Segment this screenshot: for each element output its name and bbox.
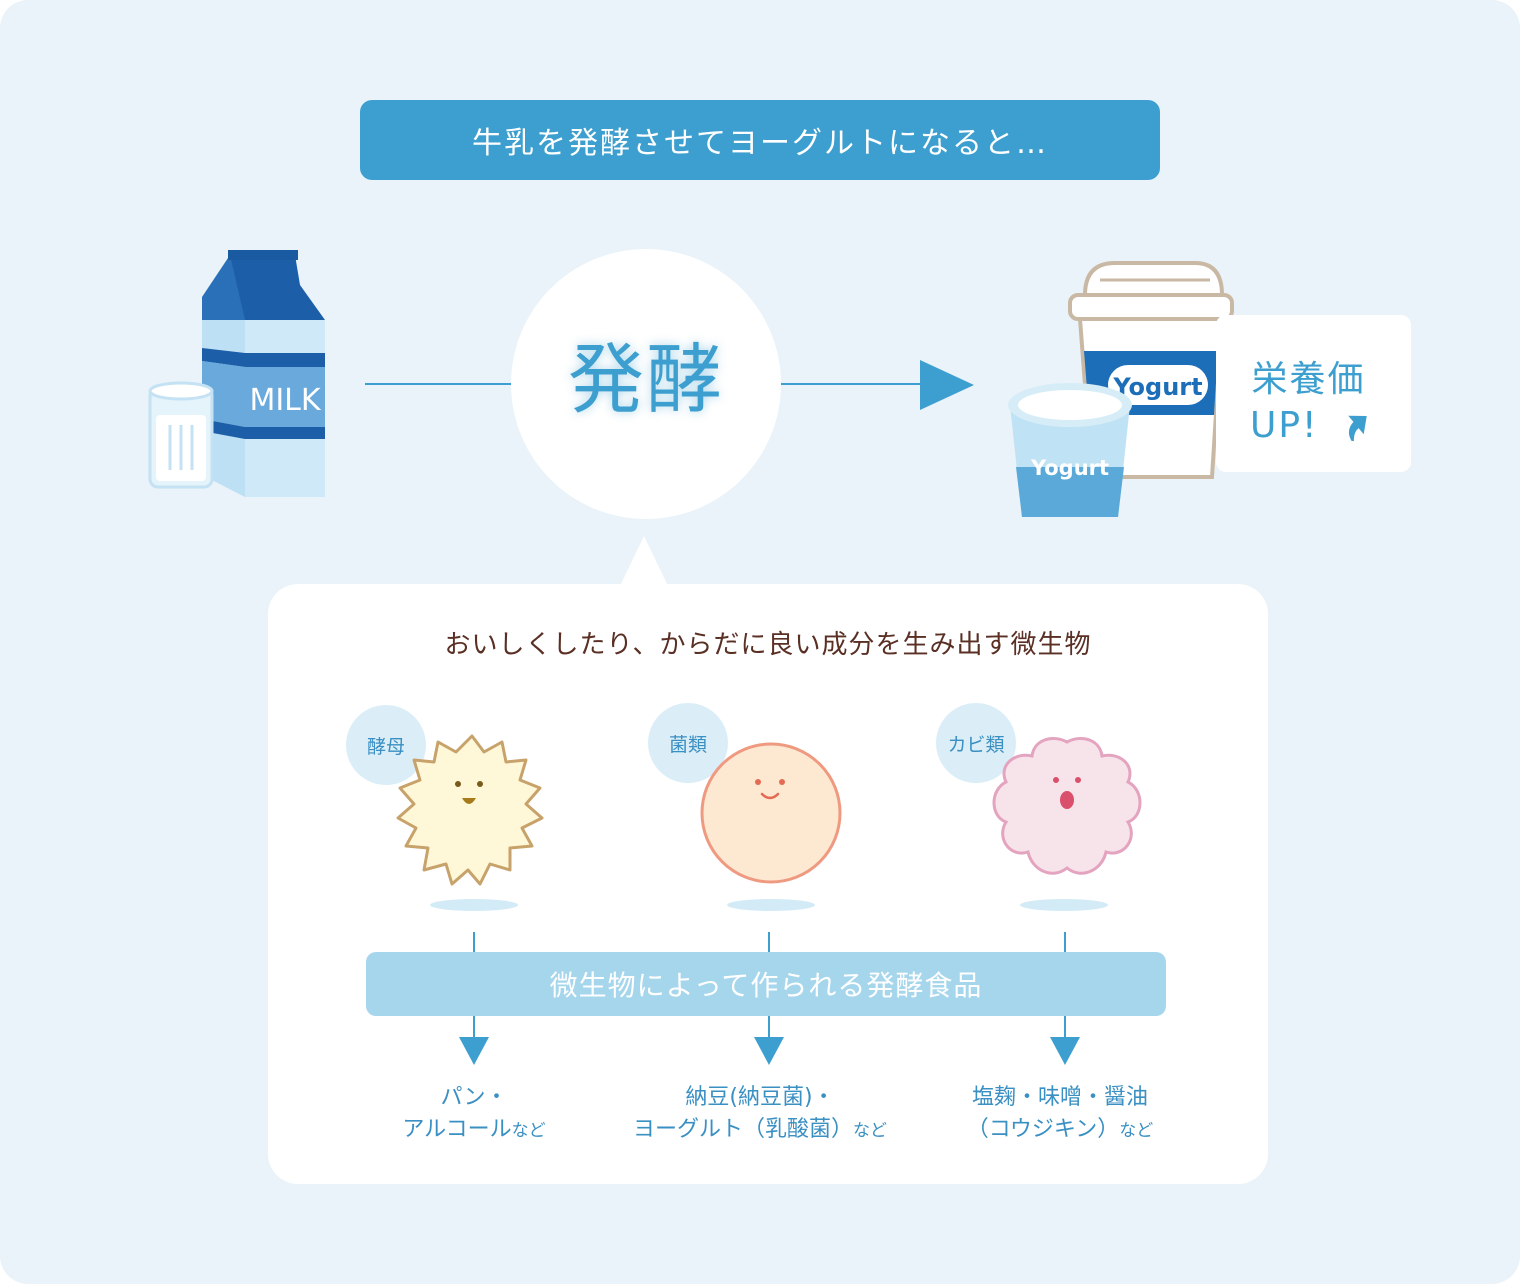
connector-top-1	[473, 932, 475, 952]
nutrition-line1: 栄養価	[1251, 359, 1366, 400]
connector-line-left	[365, 383, 511, 385]
nutrition-line2: UP!	[1250, 405, 1319, 446]
arrow-down-icon	[754, 1037, 784, 1065]
connector-top-2	[768, 932, 770, 952]
arrow-right-icon	[920, 360, 974, 410]
shadow-bacteria	[727, 899, 815, 911]
connector-bottom-2	[768, 1016, 770, 1038]
connector-bottom-1	[473, 1016, 475, 1038]
badge-mold: カビ類	[936, 703, 1016, 783]
mold-character	[992, 737, 1142, 875]
badge-bacteria: 菌類	[648, 703, 728, 783]
yogurt-small-label: Yogurt	[1030, 456, 1109, 480]
title-banner: 牛乳を発酵させてヨーグルトになると…	[360, 100, 1160, 180]
bacteria-character	[700, 742, 842, 884]
arrow-up-icon	[1348, 415, 1367, 441]
fermentation-circle	[511, 249, 781, 519]
microbes-subtitle: おいしくしたり、からだに良い成分を生み出す微生物	[444, 630, 1092, 660]
shadow-yeast	[430, 899, 518, 911]
milk-carton-label: MILK	[249, 383, 321, 418]
fermented-food-bar: 微生物によって作られる発酵食品	[366, 952, 1166, 1016]
arrow-down-icon	[1050, 1037, 1080, 1065]
connector-top-3	[1064, 932, 1066, 952]
nutrition-box	[1216, 315, 1411, 472]
badge-yeast: 酵母	[346, 705, 426, 785]
food-bacteria: 納豆(納豆菌)・ ヨーグルト（乳酸菌）など	[632, 1085, 887, 1142]
connector-line-right	[781, 383, 926, 385]
fermentation-word: 発酵	[568, 335, 724, 424]
connector-bottom-3	[1064, 1016, 1066, 1038]
title-text: 牛乳を発酵させてヨーグルトになると…	[472, 126, 1048, 161]
yogurt-big-label: Yogurt	[1112, 373, 1202, 401]
food-mold: 塩麹・味噌・醤油 （コウジキン）など	[966, 1085, 1154, 1142]
shadow-mold	[1020, 899, 1108, 911]
food-yeast: パン・ アルコールなど	[402, 1085, 546, 1142]
milk-carton-illustration: MILK	[148, 250, 325, 497]
yogurt-cups-illustration: Yogurt Yogurt	[1008, 261, 1234, 517]
speech-pointer	[619, 536, 669, 588]
yeast-character	[396, 734, 544, 886]
arrow-down-icon	[459, 1037, 489, 1065]
detail-card	[268, 584, 1268, 1184]
